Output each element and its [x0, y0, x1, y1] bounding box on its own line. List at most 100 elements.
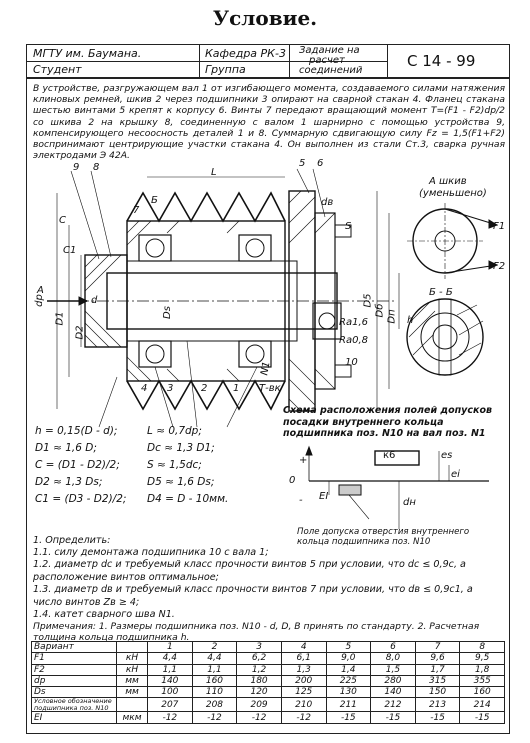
label-D2: D2	[74, 325, 86, 340]
tolerance-zero: 0	[289, 475, 296, 486]
label-T-vk: Т-вк	[259, 383, 281, 394]
label-L: L	[211, 167, 217, 178]
table-header-cell: 1	[147, 640, 193, 654]
task-cell-line1: Задание на	[299, 46, 360, 56]
table-header-cell: 7	[414, 640, 461, 654]
student-cell: Студент	[33, 64, 82, 75]
label-c1: C1	[63, 245, 77, 256]
label-B: Б	[151, 195, 158, 206]
table-cell: Ds	[31, 686, 117, 699]
table-cell: -12	[280, 711, 327, 724]
label-8: 8	[93, 162, 100, 173]
label-D1: D1	[54, 311, 66, 326]
task-code: С 14 - 99	[407, 53, 476, 69]
label-N1: N1	[259, 360, 273, 377]
table-cell: -15	[459, 711, 505, 724]
table-cell: F1	[31, 652, 117, 665]
section-bb-label: Б - Б	[429, 287, 453, 298]
label-2: 2	[201, 383, 208, 394]
label-Db: Dб	[374, 303, 386, 318]
table-cell: 1,8	[459, 663, 505, 676]
table-cell: 120	[236, 686, 282, 699]
table-cell: 125	[280, 686, 327, 699]
question-1-2: 1.2. диаметр dc и требуемый класс прочно…	[33, 559, 466, 583]
table-cell: 213	[414, 697, 461, 713]
table-cell: 225	[325, 674, 372, 688]
table-cell: 160	[459, 686, 505, 699]
label-A: A	[37, 285, 44, 296]
table-cell: 200	[280, 674, 327, 688]
task-cell-line3: соединений	[299, 66, 363, 76]
label-Dp: Dп	[386, 309, 398, 324]
table-cell: 150	[414, 686, 461, 699]
table-cell: 1,4	[325, 663, 372, 676]
table-header-cell	[116, 640, 148, 654]
formula-h: h = 0,15(D - d);	[35, 425, 118, 437]
formula-S: S ≈ 1,5dc;	[147, 459, 202, 471]
label-6: 6	[317, 158, 324, 169]
table-cell: 214	[459, 697, 505, 713]
tolerance-ei: ei	[451, 469, 460, 480]
table-cell: EI	[31, 711, 117, 724]
table-cell: 140	[147, 674, 193, 688]
table-cell: 110	[191, 686, 238, 699]
department-cell: Кафедра РК-3	[205, 48, 286, 59]
label-1: 1	[233, 383, 240, 394]
formula-D5: D5 ≈ 1,6 Ds;	[147, 476, 215, 488]
task-condition: В устройстве, разгружающем вал 1 от изги…	[33, 83, 505, 162]
formula-C1: C1 = (D3 - D2)/2;	[35, 493, 127, 505]
label-dv: dв	[321, 197, 334, 208]
table-cell: 211	[325, 697, 372, 713]
table-header-cell: 3	[236, 640, 282, 654]
university-cell: МГТУ им. Баумана.	[33, 48, 142, 59]
table-cell: 1,2	[236, 663, 282, 676]
question-1-3: 1.3. диаметр dв и требуемый класс прочно…	[33, 584, 473, 608]
table-cell: 100	[147, 686, 193, 699]
label-ra08: Ra0,8	[339, 335, 368, 346]
table-cell: -12	[191, 711, 238, 724]
table-header-cell: Вариант	[31, 640, 117, 654]
note: Примечания: 1. Размеры подшипника поз. N…	[33, 621, 480, 643]
label-4: 4	[141, 383, 148, 394]
table-cell: -12	[147, 711, 193, 724]
question-1-4: 1.4. катет сварного шва N1.	[33, 609, 175, 620]
label-d: d	[91, 295, 98, 306]
table-cell: 1,7	[414, 663, 461, 676]
table-cell: 210	[280, 697, 327, 713]
table-cell: 6,2	[236, 652, 282, 665]
table-header-cell: 8	[459, 640, 505, 654]
table-cell: 209	[236, 697, 282, 713]
tolerance-minus: -	[299, 495, 303, 506]
table-cell: 1,5	[370, 663, 416, 676]
label-dp: dp	[33, 294, 45, 307]
formula-C: C = (D1 - D2)/2;	[35, 459, 120, 471]
label-D5: D5	[362, 293, 374, 308]
tolerance-plus: +	[299, 455, 308, 466]
table-cell: кН	[116, 652, 148, 665]
table-cell: 160	[191, 674, 238, 688]
formula-L: L ≈ 0,7dp;	[147, 425, 202, 437]
table-cell: мкм	[116, 711, 148, 724]
questions-head: 1. Определить:	[33, 535, 111, 546]
tolerance-k6: к6	[383, 450, 396, 461]
task-sheet: МГТУ им. Баумана. Кафедра РК-3 Студент Г…	[26, 44, 510, 734]
tolerance-field-note: Поле допуска отверстия внутреннего кольц…	[297, 527, 470, 547]
table-cell: 4,4	[191, 652, 238, 665]
table-cell: 4,4	[147, 652, 193, 665]
table-cell: 212	[370, 697, 416, 713]
table-cell: 315	[414, 674, 461, 688]
task-cell-line2: расчет	[309, 56, 345, 66]
table-cell	[116, 697, 148, 713]
table-cell: 1,3	[280, 663, 327, 676]
table-cell: 6,1	[280, 652, 327, 665]
table-cell: 1,1	[191, 663, 238, 676]
table-cell: 280	[370, 674, 416, 688]
tolerance-EI: EI	[319, 491, 329, 502]
formula-Dc: Dc ≈ 1,3 D1;	[147, 442, 215, 454]
